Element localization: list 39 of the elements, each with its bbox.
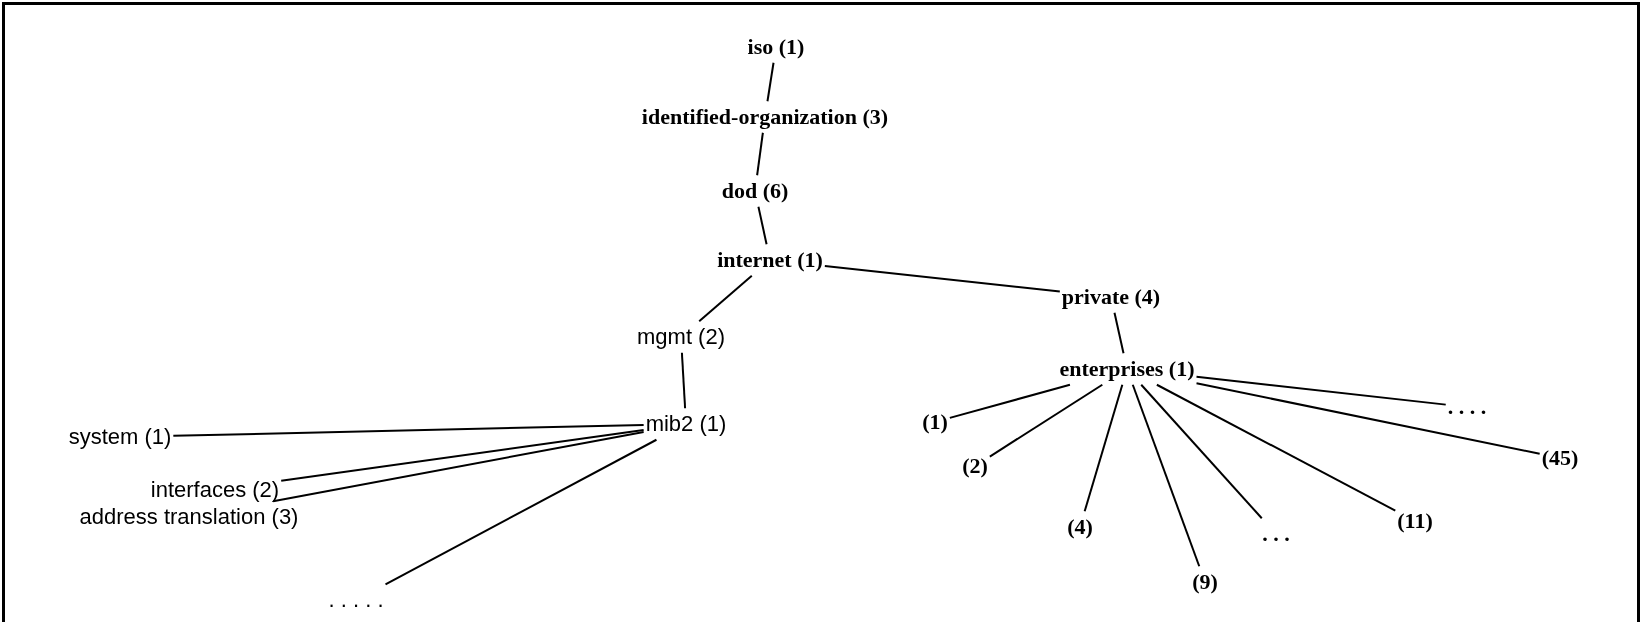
tree-line [1155, 383, 1397, 512]
tree-node-label: . . . [1262, 520, 1290, 548]
tree-line [272, 430, 645, 503]
tree-line [698, 274, 753, 323]
tree-line [766, 61, 775, 103]
tree-node-label: mib2 (1) [645, 410, 727, 438]
tree-node-label: (4) [1067, 513, 1093, 541]
tree-node-label: mgmt (2) [637, 323, 725, 351]
tree-line [1113, 311, 1125, 355]
tree-node-label: (2) [962, 452, 988, 480]
tree-line [172, 423, 645, 437]
tree-line [1195, 375, 1447, 406]
tree-line [1140, 383, 1263, 520]
tree-node-label: private (4) [1061, 283, 1161, 311]
tree-node-label: system (1) [68, 423, 172, 451]
tree-node-label: address translation (3) [79, 503, 299, 531]
tree-line [948, 383, 1071, 419]
tree-node-label: (11) [1397, 507, 1433, 535]
tree-node-label: (1) [922, 408, 948, 436]
tree-line [988, 383, 1104, 458]
tree-node-label: internet (1) [717, 246, 823, 274]
tree-line [1131, 383, 1201, 568]
tree-line [1083, 383, 1124, 513]
tree-line [757, 205, 768, 246]
tree-line [680, 351, 687, 410]
tree-node-label: interfaces (2) [150, 476, 280, 504]
tree-node-label: identified-organization (3) [641, 103, 889, 131]
tree-line [280, 428, 645, 482]
tree-line [1195, 382, 1541, 455]
tree-node-label: (9) [1192, 568, 1218, 596]
tree-node-label: (45) [1541, 444, 1579, 472]
tree-node-label: iso (1) [747, 33, 805, 61]
tree-node-label: . . . . . [328, 586, 384, 614]
tree-line [384, 438, 658, 586]
tree-node-label: . . . . [1447, 393, 1487, 421]
tree-line [823, 264, 1061, 293]
tree-node-label: enterprises (1) [1059, 355, 1195, 383]
tree-line [756, 131, 764, 177]
tree-node-label: dod (6) [721, 177, 789, 205]
